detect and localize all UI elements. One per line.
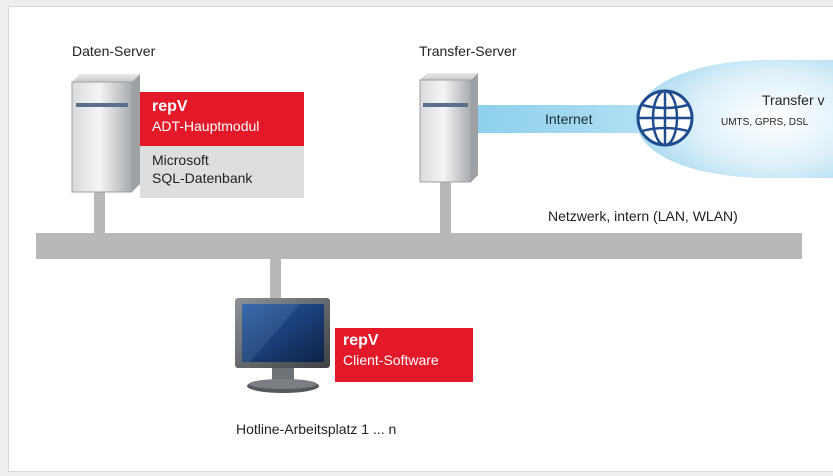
network-label: Netzwerk, intern (LAN, WLAN) bbox=[548, 208, 738, 224]
main-module-desc: ADT-Hauptmodul bbox=[152, 118, 260, 134]
transfer-cloud bbox=[635, 60, 833, 178]
connector-data-server bbox=[94, 190, 105, 234]
connector-transfer-server bbox=[440, 180, 451, 234]
internet-link bbox=[470, 105, 665, 133]
network-bar bbox=[36, 233, 802, 259]
internet-link-label: Internet bbox=[545, 111, 593, 127]
database-name: SQL-Datenbank bbox=[152, 170, 253, 186]
connector-client bbox=[270, 258, 281, 303]
database-vendor: Microsoft bbox=[152, 152, 209, 168]
client-module-desc: Client-Software bbox=[343, 352, 439, 368]
repv-client-module-box: repV Client-Software bbox=[335, 328, 473, 382]
server-icon bbox=[71, 74, 140, 193]
repv-main-module-box: repV ADT-Hauptmodul bbox=[140, 92, 304, 146]
client-caption: Hotline-Arbeitsplatz 1 ... n bbox=[236, 421, 397, 437]
database-box: Microsoft SQL-Datenbank bbox=[140, 146, 304, 198]
globe-icon bbox=[636, 89, 694, 147]
main-module-name: repV bbox=[152, 98, 188, 115]
data-server-title: Daten-Server bbox=[72, 43, 156, 59]
transfer-server-title: Transfer-Server bbox=[419, 43, 517, 59]
server-icon bbox=[419, 73, 478, 183]
transfer-title: Transfer v bbox=[762, 92, 825, 108]
transfer-methods: UMTS, GPRS, DSL bbox=[721, 117, 809, 128]
client-module-name: repV bbox=[343, 332, 379, 349]
monitor-icon bbox=[235, 298, 330, 393]
